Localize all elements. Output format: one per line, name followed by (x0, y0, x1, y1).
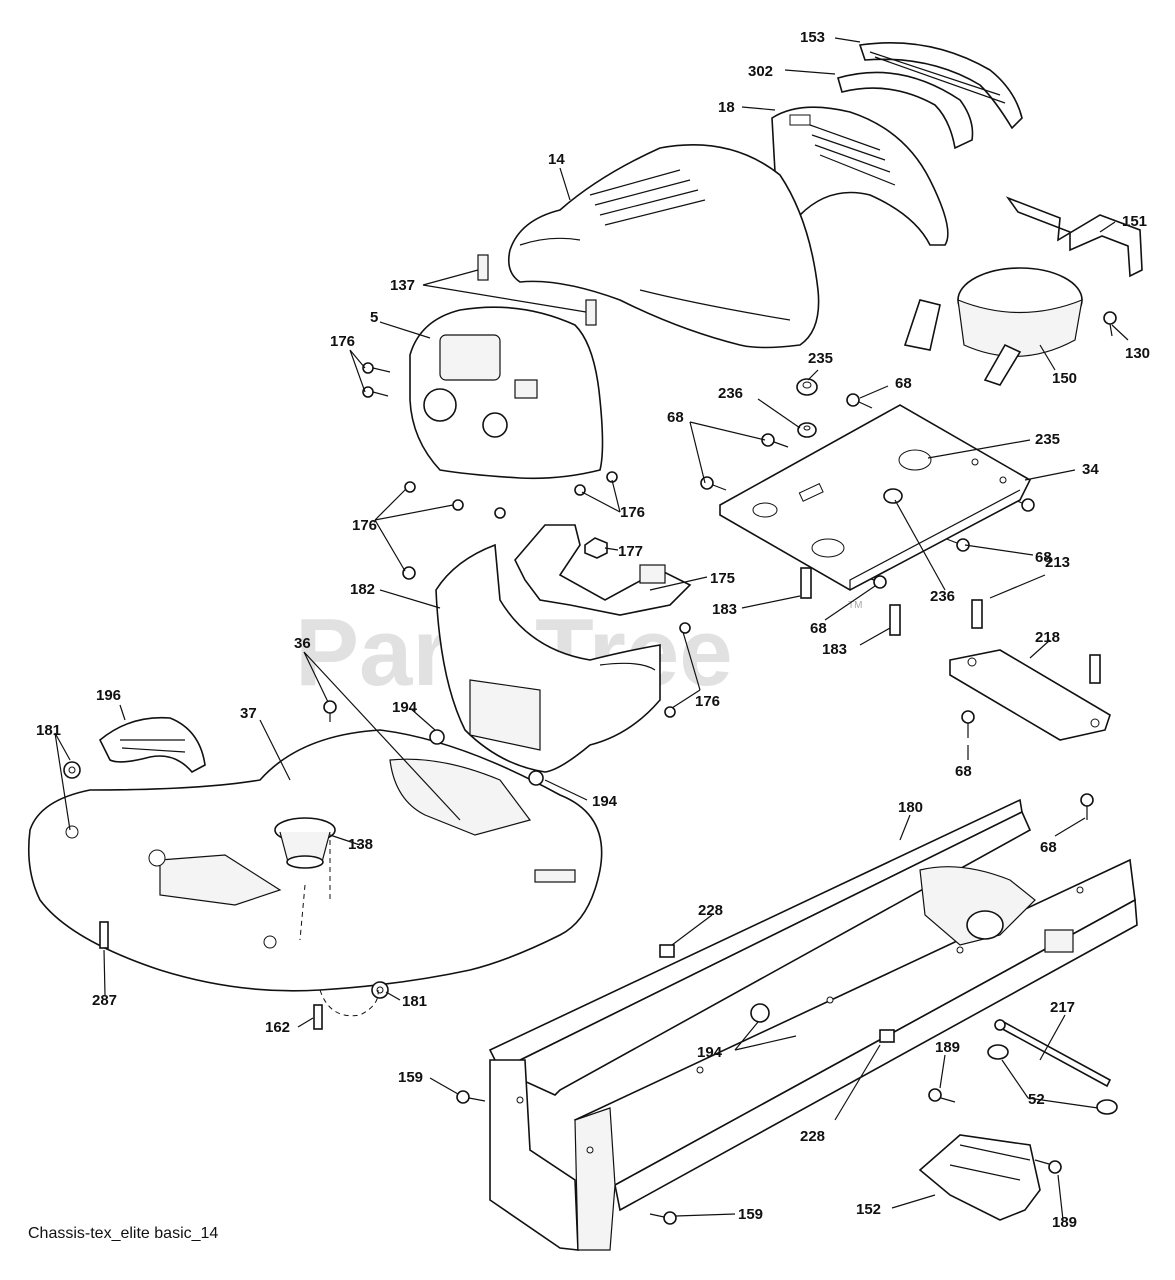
callout-287: 287 (92, 992, 117, 1009)
callout-52: 52 (1028, 1091, 1045, 1108)
watermark-trademark: TM (848, 600, 862, 611)
callout-68-b: 68 (667, 409, 684, 426)
callout-150: 150 (1052, 370, 1077, 387)
part-34-steering-plate[interactable] (719, 404, 1032, 591)
callout-68-c: 68 (1035, 549, 1052, 566)
callout-37: 37 (240, 705, 257, 722)
callout-153: 153 (800, 29, 825, 46)
part-236-bushing-a[interactable] (797, 422, 817, 438)
part-181-nuts[interactable] (63, 761, 389, 999)
part-150-tank-bracket[interactable] (903, 267, 1083, 386)
part-138-boot[interactable] (274, 817, 336, 869)
callout-176-b: 176 (352, 517, 377, 534)
callout-68-d: 68 (810, 620, 827, 637)
callout-189-a: 189 (935, 1039, 960, 1056)
callout-162: 162 (265, 1019, 290, 1036)
callout-176-a: 176 (330, 333, 355, 350)
part-218-bar[interactable] (949, 649, 1111, 741)
callout-159-b: 159 (738, 1206, 763, 1223)
part-159-bolts[interactable] (456, 1090, 677, 1225)
part-151-bracket[interactable] (1005, 196, 1143, 278)
callout-183-a: 183 (712, 601, 737, 618)
callout-183-b: 183 (822, 641, 847, 658)
callout-213-visible: 213 (1045, 554, 1070, 571)
callout-217: 217 (1050, 999, 1075, 1016)
part-196-cover[interactable] (99, 716, 206, 774)
part-52-bushings[interactable] (987, 1044, 1118, 1115)
callout-labels: 153 302 18 14 151 137 5 176 235 68 130 1… (36, 29, 1150, 1231)
part-152-shield[interactable] (918, 1134, 1041, 1221)
callout-130: 130 (1125, 345, 1150, 362)
callout-152: 152 (856, 1201, 881, 1218)
part-302-hood-trim[interactable] (837, 71, 974, 150)
callout-194-c: 194 (697, 1044, 723, 1061)
callout-68-e: 68 (955, 763, 972, 780)
part-130-screw[interactable] (1103, 311, 1117, 337)
callout-228-a: 228 (698, 902, 723, 919)
callout-181-b: 181 (402, 993, 427, 1010)
callout-68-f: 68 (1040, 839, 1057, 856)
callout-34: 34 (1082, 461, 1099, 478)
part-217-rod[interactable] (994, 1018, 1112, 1088)
callout-180: 180 (898, 799, 923, 816)
callout-177: 177 (618, 543, 643, 560)
callout-18: 18 (718, 99, 735, 116)
callout-181-a: 181 (36, 722, 61, 739)
part-36-screw[interactable] (323, 700, 337, 722)
part-183-bolts[interactable] (800, 567, 901, 636)
diagram-caption: Chassis-tex_elite basic_14 (28, 1225, 218, 1242)
part-176-screws[interactable] (362, 362, 691, 718)
part-177-nut[interactable] (584, 537, 608, 559)
callout-175: 175 (710, 570, 735, 587)
callout-176-d: 176 (695, 693, 720, 710)
part-153-grille-strip[interactable] (858, 42, 1023, 130)
callout-36: 36 (294, 635, 311, 652)
part-175-bracket[interactable] (514, 524, 692, 616)
part-137-decal-a[interactable] (477, 254, 489, 281)
part-235-bushing-a[interactable] (796, 378, 818, 396)
part-137-decal-b[interactable] (585, 299, 597, 326)
callout-137: 137 (390, 277, 415, 294)
part-180-frame[interactable] (488, 798, 1138, 1251)
part-5-dash-panel[interactable] (409, 306, 604, 480)
callout-236-a: 236 (718, 385, 743, 402)
part-189-bolts[interactable] (928, 1088, 1062, 1174)
callout-235-a: 235 (808, 350, 833, 367)
callout-176-c: 176 (620, 504, 645, 521)
callout-218: 218 (1035, 629, 1060, 646)
callout-228-b: 228 (800, 1128, 825, 1145)
callout-151: 151 (1122, 213, 1147, 230)
callout-5: 5 (370, 309, 378, 326)
callout-68-a: 68 (895, 375, 912, 392)
callout-236-b: 236 (930, 588, 955, 605)
callout-14: 14 (548, 151, 565, 168)
callout-235-b: 235 (1035, 431, 1060, 448)
callout-194-a: 194 (392, 699, 418, 716)
callout-302: 302 (748, 63, 773, 80)
part-182-lower-dash[interactable] (435, 543, 661, 773)
callout-159-a: 159 (398, 1069, 423, 1086)
leader-lines (54, 37, 1129, 1221)
part-287-bolt[interactable] (99, 921, 109, 949)
callout-196: 196 (96, 687, 121, 704)
part-14-hood[interactable] (507, 144, 820, 349)
callout-189-b: 189 (1052, 1214, 1077, 1231)
callout-194-b: 194 (592, 793, 618, 810)
callout-138: 138 (348, 836, 373, 853)
part-228-bolts[interactable] (659, 944, 895, 1043)
part-162-bolt[interactable] (313, 1004, 323, 1030)
part-213-bolts[interactable] (971, 599, 1101, 684)
callout-182: 182 (350, 581, 375, 598)
